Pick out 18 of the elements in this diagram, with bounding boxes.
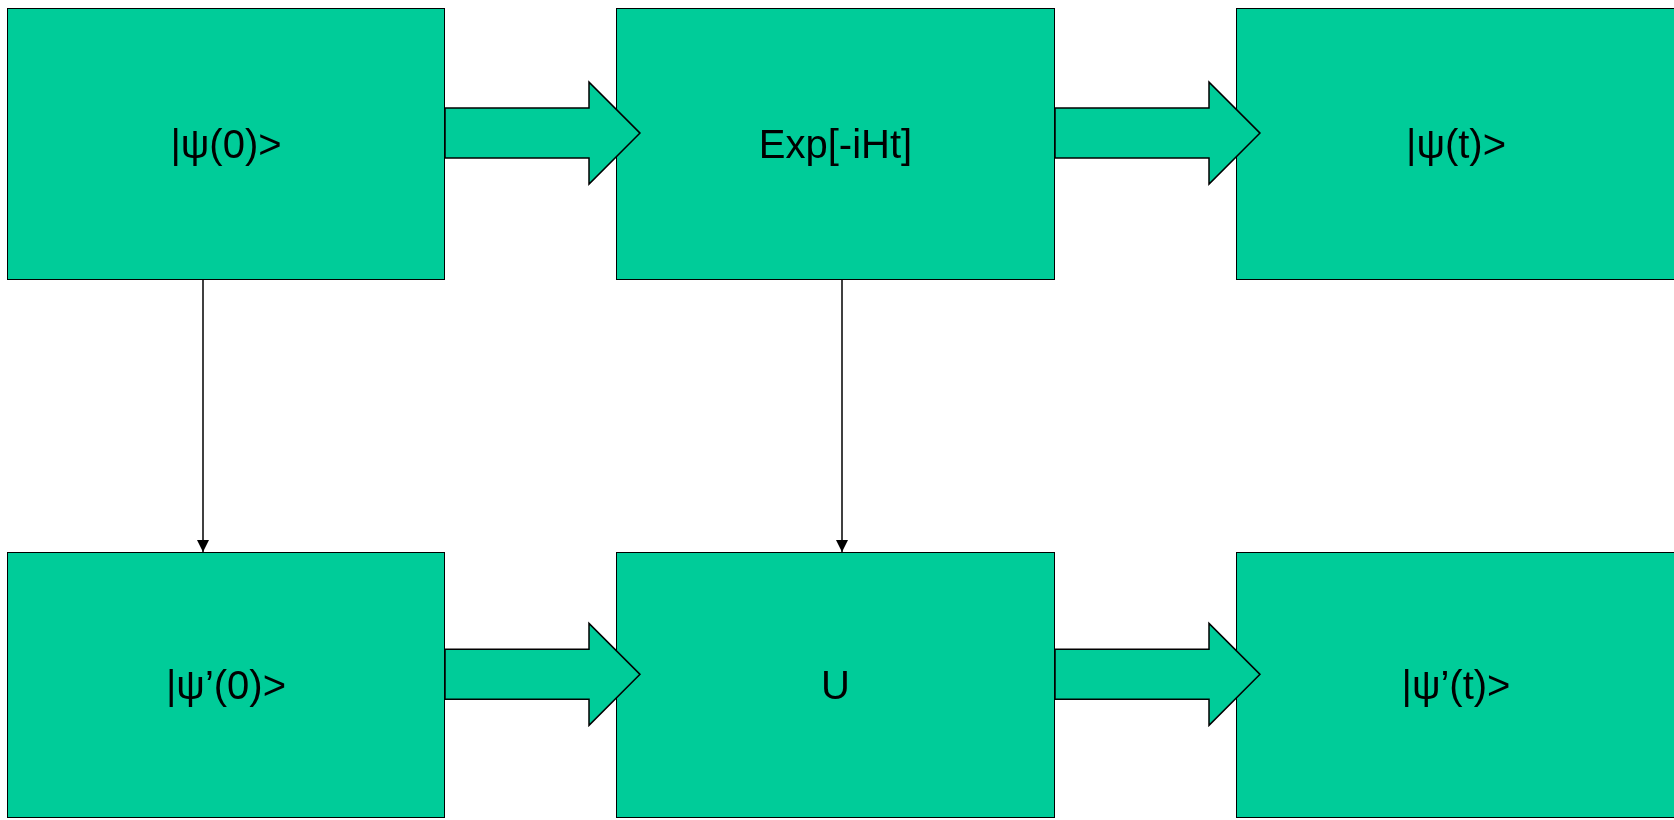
process-box bbox=[616, 8, 1055, 280]
block-arrow bbox=[444, 621, 642, 728]
state-label: Exp[-iHt] bbox=[758, 121, 913, 167]
block-arrow bbox=[1054, 80, 1262, 186]
state-label: |ψ’(0)> bbox=[165, 662, 286, 708]
state-label: U bbox=[821, 662, 850, 708]
block-arrow bbox=[444, 80, 642, 186]
process-box bbox=[7, 552, 445, 818]
arrow bbox=[197, 279, 209, 553]
arrow bbox=[836, 279, 848, 553]
process-box bbox=[7, 8, 445, 280]
process-box bbox=[1236, 8, 1674, 280]
process-box bbox=[616, 552, 1055, 818]
state-label: |ψ(t)> bbox=[1406, 121, 1506, 167]
process-box bbox=[1236, 552, 1674, 818]
block-arrow bbox=[1054, 621, 1262, 728]
state-label: |ψ’(t)> bbox=[1401, 662, 1511, 708]
state-label: |ψ(0)> bbox=[170, 121, 282, 167]
